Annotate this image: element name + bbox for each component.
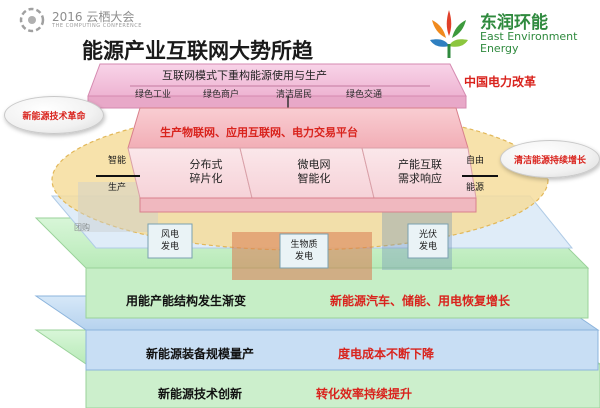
smart-label: 智能 xyxy=(108,156,127,166)
internet-mode-item: 绿色交通 xyxy=(346,90,383,100)
company-logo-icon xyxy=(430,10,468,58)
panel-left-line-1: 分布式 xyxy=(189,158,223,171)
wind-power-box xyxy=(147,223,193,259)
wind-power-line-1: 风电 xyxy=(160,230,179,240)
layer-structure-front xyxy=(85,267,589,319)
group-buy-label: 团购 xyxy=(74,223,90,232)
power-reform-label: 中国电力改革 xyxy=(464,75,537,89)
solar-power-box xyxy=(407,223,449,259)
conference-logo-icon xyxy=(19,7,45,33)
platform-front xyxy=(139,197,477,213)
clean-energy-growth-badge: 清洁能源持续增长 xyxy=(500,140,600,178)
new-energy-revolution-label: 新能源技术革命 xyxy=(22,111,86,122)
panel-middle-text: 微电网 智能化 xyxy=(282,158,346,186)
solar-power-label: 光伏 发电 xyxy=(408,229,448,253)
panel-left-text: 分布式 碎片化 xyxy=(176,158,236,186)
conference-subtitle: THE COMPUTING CONFERENCE xyxy=(52,23,142,29)
free-label: 自由 xyxy=(466,156,485,166)
platform-label: 生产物联网、应用互联网、电力交易平台 xyxy=(160,126,358,139)
conference-logo: 2016 云栖大会 THE COMPUTING CONFERENCE xyxy=(18,6,158,36)
conference-name: 2016 云栖大会 xyxy=(52,10,135,24)
wind-power-label: 风电 发电 xyxy=(148,229,192,253)
company-name-cn: 东润环能 xyxy=(480,13,548,33)
panel-middle-line-2: 智能化 xyxy=(297,172,331,185)
solar-power-line-1: 光伏 xyxy=(418,230,437,240)
layer-structure-left-label: 用能产能结构发生渐变 xyxy=(126,294,247,308)
layer-structure-right-label: 新能源汽车、储能、用电恢复增长 xyxy=(330,294,511,308)
layer-equipment-left-label: 新能源装备规模量产 xyxy=(146,347,255,361)
wind-power-line-2: 发电 xyxy=(160,242,179,252)
layer-tech-right-label: 转化效率持续提升 xyxy=(316,387,413,401)
panel-right-line-1: 产能互联 xyxy=(398,158,442,171)
page-title: 能源产业互联网大势所趋 xyxy=(82,39,313,63)
internet-mode-title: 互联网模式下重构能源使用与生产 xyxy=(162,69,327,82)
energy-label: 能源 xyxy=(466,183,485,193)
panel-right-line-2: 需求响应 xyxy=(398,172,442,185)
panel-right-text: 产能互联 需求响应 xyxy=(384,158,456,186)
biomass-power-box xyxy=(279,233,329,269)
company-name-en-2: Energy xyxy=(480,42,519,55)
company-logo: 东润环能 East Environment Energy xyxy=(420,6,600,60)
new-energy-revolution-badge: 新能源技术革命 xyxy=(4,96,104,134)
biomass-power-line-2: 发电 xyxy=(294,252,313,262)
solar-power-line-2: 发电 xyxy=(418,242,437,252)
layer-equipment-right-label: 度电成本不断下降 xyxy=(338,347,435,361)
panel-middle-line-1: 微电网 xyxy=(297,158,331,171)
panel-left-line-2: 碎片化 xyxy=(189,172,223,185)
company-name-en-1: East Environment xyxy=(480,30,578,43)
internet-mode-item: 绿色工业 xyxy=(135,90,172,100)
internet-mode-item: 绿色商户 xyxy=(203,90,240,100)
internet-mode-item: 清洁居民 xyxy=(276,90,313,100)
clean-energy-growth-label: 清洁能源持续增长 xyxy=(513,155,586,166)
production-label: 生产 xyxy=(108,183,127,193)
layer-tech-left-label: 新能源技术创新 xyxy=(158,387,243,401)
biomass-power-label: 生物质 发电 xyxy=(280,239,328,263)
layer-equipment-front xyxy=(85,329,599,371)
biomass-power-line-1: 生物质 xyxy=(290,240,318,250)
